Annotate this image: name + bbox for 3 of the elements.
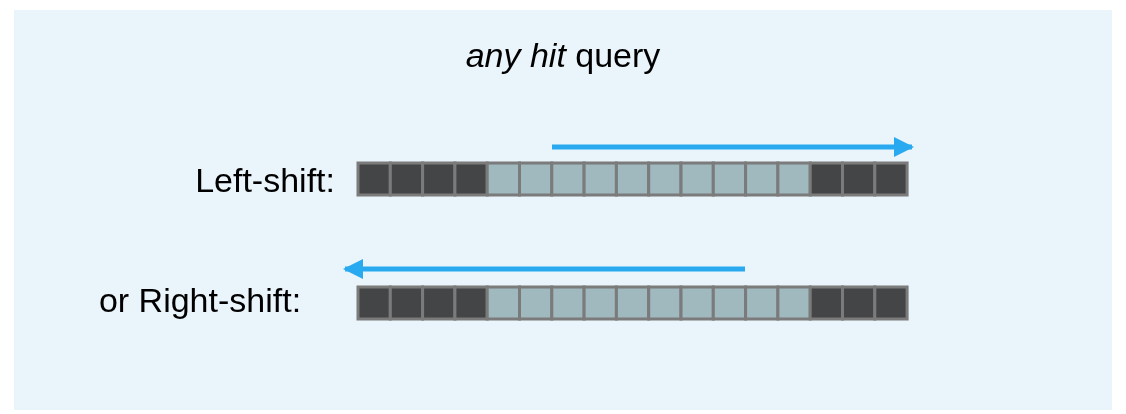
title: any hit query xyxy=(464,35,662,76)
row-label: or Right-shift: xyxy=(97,280,303,321)
row-label: Left-shift: xyxy=(194,160,335,201)
